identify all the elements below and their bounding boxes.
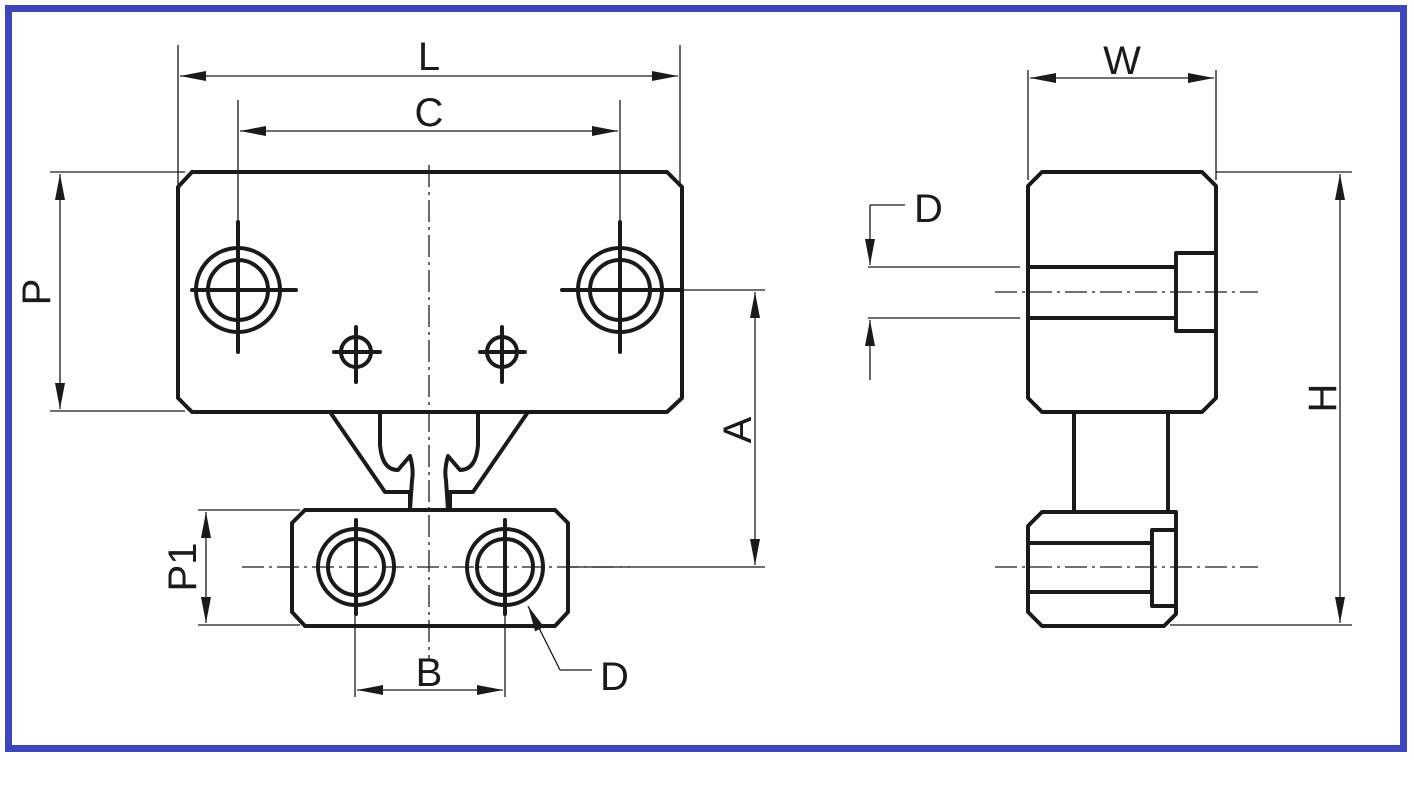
dimension-label-C: C bbox=[415, 91, 444, 135]
side-lower-bolt bbox=[1026, 528, 1178, 608]
dimension-label-P: P bbox=[15, 279, 59, 306]
dimension-W: W bbox=[1027, 39, 1217, 180]
dimension-A: A bbox=[570, 289, 765, 568]
side-upper-block bbox=[1026, 170, 1218, 414]
front-view: L C P A P1 bbox=[15, 35, 765, 699]
side-view: W D H bbox=[865, 39, 1352, 628]
hook-neck bbox=[328, 410, 530, 512]
dimension-label-W: W bbox=[1103, 39, 1141, 83]
dimension-C: C bbox=[237, 91, 621, 222]
dimension-P: P bbox=[15, 171, 185, 412]
dimension-P1: P1 bbox=[161, 509, 300, 626]
dimension-label-L: L bbox=[418, 35, 440, 79]
dimension-label-A: A bbox=[716, 416, 760, 443]
pin-hole-right bbox=[478, 325, 527, 384]
bottom-plate-outline bbox=[290, 508, 570, 628]
dimension-label-P1: P1 bbox=[161, 543, 205, 592]
dimension-D-side: D bbox=[865, 187, 1020, 380]
top-plate-outline bbox=[176, 170, 684, 414]
drawing-frame bbox=[5, 5, 1407, 752]
dimension-B: B bbox=[354, 605, 506, 697]
leader-D-front: D bbox=[527, 605, 629, 699]
dimension-label-D-side: D bbox=[914, 187, 943, 231]
dimension-H: H bbox=[1170, 171, 1352, 626]
counterbore-hole-right bbox=[560, 220, 682, 354]
dimension-label-B: B bbox=[416, 651, 443, 695]
pin-hole-left bbox=[332, 325, 382, 384]
counterbore-hole-left bbox=[190, 220, 298, 354]
dimension-label-H: H bbox=[1301, 384, 1345, 413]
dimension-label-D-front: D bbox=[600, 655, 629, 699]
dimension-L: L bbox=[177, 35, 681, 185]
